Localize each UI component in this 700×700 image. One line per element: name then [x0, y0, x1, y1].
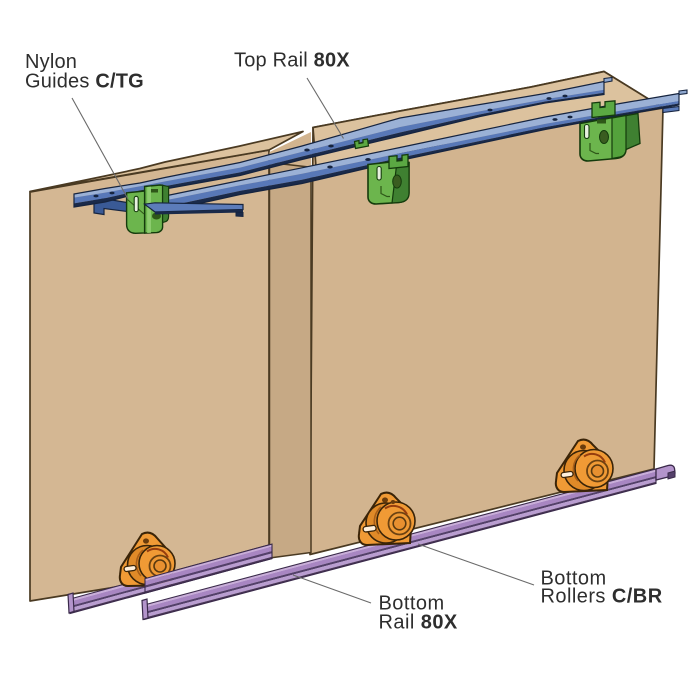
svg-text:Top Rail 80X: Top Rail 80X [234, 50, 350, 72]
svg-text:Bottom: Bottom [541, 568, 607, 590]
svg-text:Rail 80X: Rail 80X [379, 612, 458, 634]
svg-text:Bottom: Bottom [379, 592, 445, 614]
svg-text:Rollers C/BR: Rollers C/BR [541, 586, 663, 608]
svg-text:Nylon: Nylon [25, 51, 77, 73]
svg-text:Guides C/TG: Guides C/TG [25, 71, 144, 93]
